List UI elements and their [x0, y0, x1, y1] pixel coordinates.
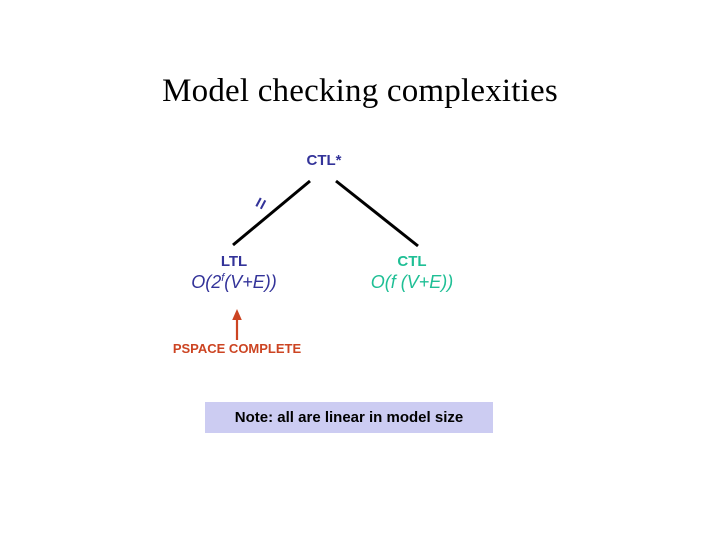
ltl-formula-prefix: O(2 [191, 272, 222, 292]
node-label-ltl: LTL [220, 253, 248, 270]
node-label-ctl: CTL [397, 253, 427, 270]
pspace-complete-label: PSPACE COMPLETE [172, 341, 302, 356]
node-formula-ltl: O(2f(V+E)) [160, 272, 308, 292]
equals-symbol-icon: = [249, 193, 274, 214]
ltl-formula-suffix: (V+E)) [224, 272, 277, 292]
page-title: Model checking complexities [162, 73, 558, 109]
ltl-formula-superscript: f [221, 272, 225, 284]
right-branch-line [335, 179, 419, 248]
note-box: Note: all are linear in model size [205, 402, 493, 433]
note-text: Note: all are linear in model size [234, 409, 464, 426]
node-formula-ctl: O(f (V+E)) [370, 272, 454, 292]
pspace-arrow-head [232, 309, 242, 320]
node-label-ctl-star: CTL* [306, 152, 342, 169]
